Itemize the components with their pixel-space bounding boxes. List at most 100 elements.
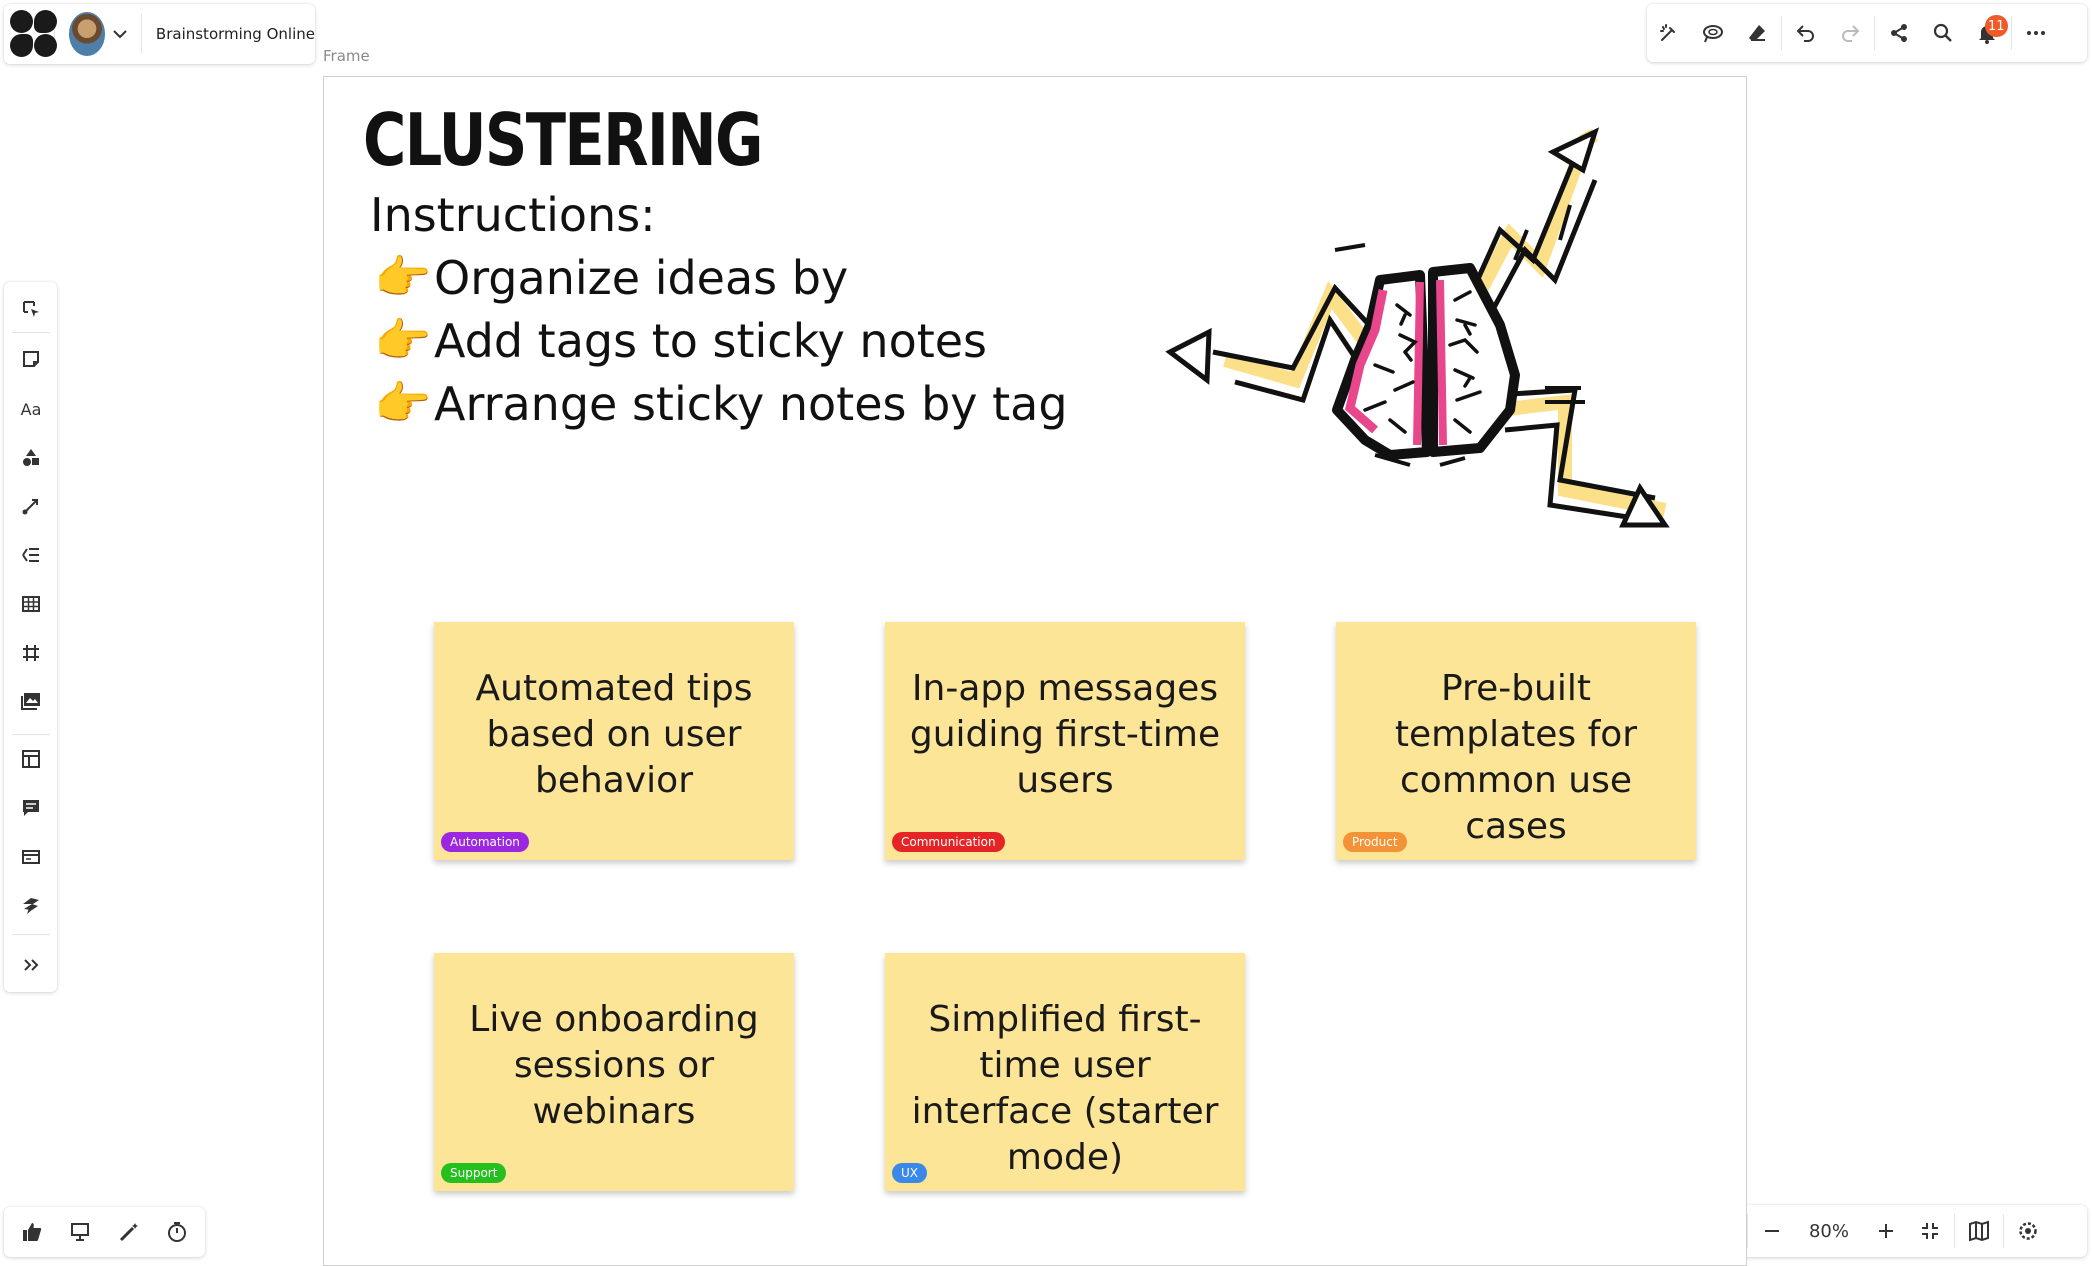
instruction-text: Add tags to sticky notes [434, 313, 988, 368]
integrations-button[interactable] [12, 887, 50, 925]
mindmap-icon [22, 548, 39, 562]
instructions-heading[interactable]: Instructions: [370, 188, 656, 242]
tag-badge[interactable]: Support [441, 1163, 507, 1183]
templates-button[interactable] [12, 740, 50, 778]
reactions-button[interactable] [10, 1210, 54, 1254]
eraser-icon [1749, 25, 1765, 41]
board-header: Brainstorming Online [4, 4, 315, 64]
pointing-hand-icon: 👉 [374, 313, 432, 367]
sticky-note-text: Simplified first-time user interface (st… [911, 999, 1219, 1178]
share-button[interactable] [1877, 11, 1921, 55]
lasso-button[interactable] [1691, 11, 1735, 55]
sticky-note[interactable]: In-app messages guiding first-time users… [885, 622, 1245, 860]
notifications-button[interactable]: 11 [1965, 11, 2009, 55]
more-icon [2027, 31, 2045, 35]
sticky-note-tool-button[interactable] [12, 340, 50, 378]
more-button[interactable] [2014, 11, 2058, 55]
timer-button[interactable] [155, 1210, 199, 1254]
fit-to-screen-button[interactable] [1908, 1209, 1952, 1253]
undo-button[interactable] [1784, 11, 1828, 55]
board-title[interactable]: CLUSTERING [363, 98, 763, 182]
settings-gear-icon [2019, 1222, 2037, 1240]
settings-button[interactable] [2006, 1209, 2050, 1253]
magic-pen-button[interactable] [1647, 11, 1691, 55]
arrow-left [1223, 280, 1381, 389]
select-frame-icon [23, 301, 39, 317]
divider [12, 332, 50, 333]
magic-pen-icon [1660, 24, 1675, 41]
image-gallery-icon [21, 693, 40, 710]
divider [141, 14, 142, 54]
avatar[interactable] [68, 12, 106, 56]
presentation-button[interactable] [58, 1210, 102, 1254]
eraser-button[interactable] [1735, 11, 1779, 55]
table-icon [22, 596, 40, 612]
expand-toolbar-button[interactable] [12, 946, 50, 984]
sticky-note[interactable]: Live onboarding sessions or webinars Sup… [434, 953, 794, 1191]
search-button[interactable] [1921, 11, 1965, 55]
tag-badge[interactable]: UX [892, 1163, 928, 1183]
divider [2003, 1214, 2004, 1248]
card-icon [22, 850, 40, 864]
tag-badge[interactable]: Automation [441, 832, 529, 852]
magic-wand-icon [119, 1223, 138, 1242]
instruction-item[interactable]: 👉 Add tags to sticky notes [374, 313, 987, 368]
collaboration-toolbar [4, 1207, 205, 1257]
notification-badge: 11 [1985, 15, 2008, 37]
sticky-note[interactable]: Automated tips based on user behavior Au… [434, 622, 794, 860]
divider [1954, 1214, 1955, 1248]
media-tool-button[interactable] [12, 682, 50, 720]
minimap-button[interactable] [1957, 1209, 2001, 1253]
instruction-item[interactable]: 👉 Arrange sticky notes by tag [374, 376, 1068, 431]
instruction-text: Organize ideas by [434, 250, 849, 305]
comment-icon [23, 800, 39, 816]
minus-icon [1765, 1230, 1779, 1232]
app-logo-icon[interactable] [10, 10, 57, 58]
top-toolbar: 11 [1647, 4, 2087, 62]
instruction-item[interactable]: 👉 Organize ideas by [374, 250, 848, 305]
chevron-down-icon[interactable] [109, 21, 131, 47]
card-tool-button[interactable] [12, 838, 50, 876]
divider [12, 734, 50, 735]
sticky-note[interactable]: Pre-built templates for common use cases… [1336, 622, 1696, 860]
sticky-note-text: Automated tips based on user behavior [475, 668, 753, 801]
divider [1874, 16, 1875, 50]
comment-tool-button[interactable] [12, 789, 50, 827]
zoom-out-button[interactable] [1750, 1209, 1794, 1253]
pointing-hand-icon: 👉 [374, 376, 432, 430]
divider [2011, 16, 2012, 50]
sticky-note-text: Live onboarding sessions or webinars [469, 999, 759, 1132]
connector-line-icon [22, 499, 38, 515]
sticky-note-text: In-app messages guiding first-time users [909, 668, 1221, 801]
divider [1747, 1214, 1748, 1248]
shapes-tool-button[interactable] [12, 438, 50, 476]
tag-badge[interactable]: Communication [892, 832, 1005, 852]
board-name[interactable]: Brainstorming Online [155, 25, 315, 43]
integrations-icon [23, 898, 39, 914]
zoom-in-button[interactable] [1864, 1209, 1908, 1253]
fit-screen-icon [1922, 1223, 1938, 1239]
magic-wand-button[interactable] [107, 1210, 151, 1254]
tag-badge[interactable]: Product [1343, 832, 1407, 852]
left-toolbar: Aa [4, 282, 57, 992]
frame-tool-button[interactable] [12, 634, 50, 672]
divider [1781, 16, 1782, 50]
connector-tool-button[interactable] [12, 487, 50, 525]
presentation-icon [71, 1223, 90, 1241]
redo-button[interactable] [1828, 11, 1872, 55]
brain-right-hemisphere [1428, 263, 1520, 457]
sticky-note[interactable]: Simplified first-time user interface (st… [885, 953, 1245, 1191]
mindmap-tool-button[interactable] [12, 536, 50, 574]
thumbs-up-icon [23, 1223, 42, 1241]
select-tool-button[interactable] [12, 290, 50, 328]
plus-icon [1879, 1224, 1893, 1238]
table-tool-button[interactable] [12, 585, 50, 623]
share-icon [1891, 24, 1907, 42]
divider [12, 934, 50, 935]
zoom-level[interactable]: 80% [1808, 1220, 1849, 1242]
brain-illustration[interactable] [1165, 120, 1675, 540]
sticky-note-icon [23, 351, 39, 367]
search-icon [1933, 23, 1952, 42]
frame-label[interactable]: Frame [323, 47, 370, 65]
text-tool-button[interactable]: Aa [20, 399, 42, 419]
